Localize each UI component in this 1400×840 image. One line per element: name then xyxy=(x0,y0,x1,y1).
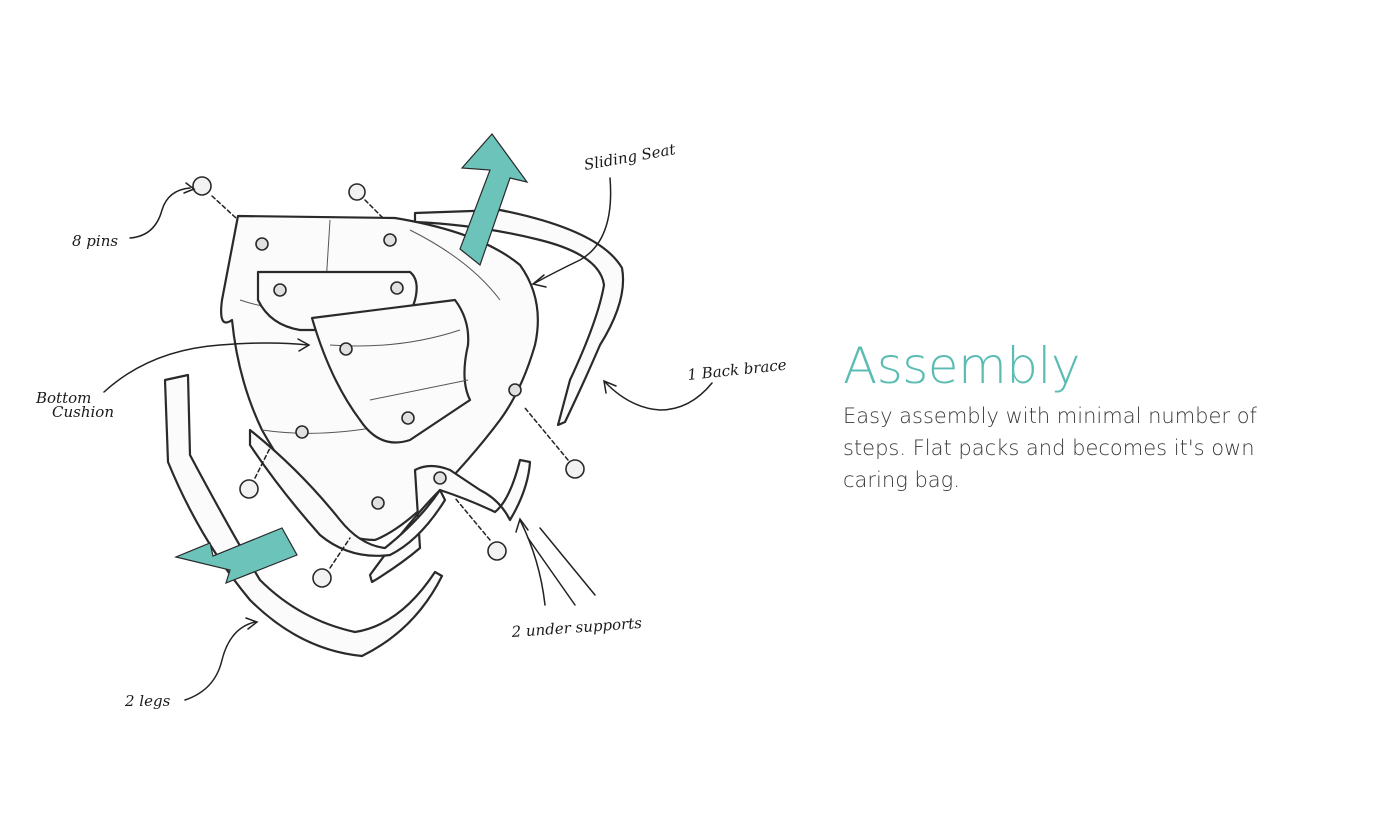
cushion-label-line1: Bottom xyxy=(35,389,91,407)
back-brace-label: 1 Back brace xyxy=(687,356,788,384)
front-lower-panel xyxy=(248,428,447,557)
panel-holes xyxy=(255,233,522,510)
cushion-label-line2: Cushion xyxy=(52,403,114,421)
legs-label: 2 legs xyxy=(124,692,171,710)
seat-label: Sliding Seat xyxy=(583,140,678,174)
assembly-description: Easy assembly with minimal number of ste… xyxy=(843,404,1257,492)
callout-leaders xyxy=(103,177,713,701)
pin-insert-arrows xyxy=(211,195,569,569)
assembly-heading: Assembly xyxy=(843,337,1081,395)
under-supports-label: 2 under supports xyxy=(510,614,643,641)
down-left-arrow xyxy=(174,527,298,585)
under-support xyxy=(368,458,532,584)
assembly-sketch: 8 pins Sliding Seat Bottom Cushion 1 Bac… xyxy=(35,133,788,710)
up-arrow xyxy=(459,133,529,267)
sliding-seat-panel xyxy=(310,298,472,444)
pins xyxy=(192,176,585,588)
pins-label: 8 pins xyxy=(72,232,118,250)
assembly-info: Assembly Easy assembly with minimal numb… xyxy=(843,336,1313,496)
left-leg xyxy=(163,373,444,658)
back-brace xyxy=(413,208,625,427)
